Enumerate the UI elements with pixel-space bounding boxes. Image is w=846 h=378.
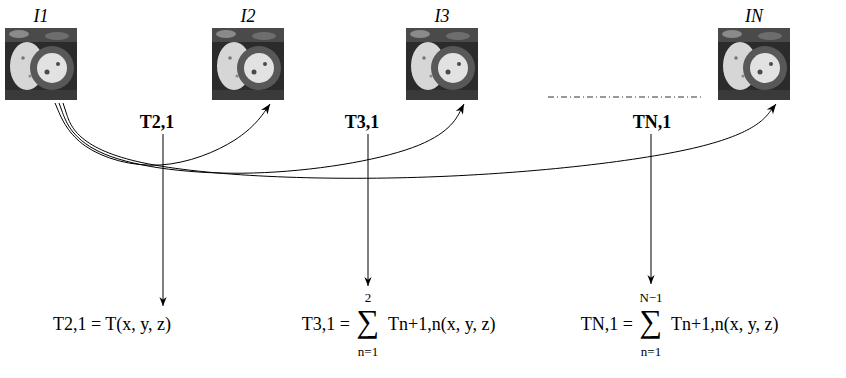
frame-heading: I1 [5, 4, 77, 28]
equation-text: 2 [365, 291, 372, 305]
image-area [718, 28, 790, 100]
frame-heading: IN [718, 4, 790, 28]
ellipsis-line [548, 97, 703, 98]
equation-text: ∑ [640, 304, 663, 339]
equation-text: TN,1 = [581, 315, 633, 335]
image-area [212, 28, 284, 100]
transform-label: T3,1 [343, 112, 382, 133]
equation-text: ∑ [357, 304, 380, 339]
equation-text: Tn+1,n(x, y, z) [388, 315, 495, 335]
image-frame: I1 [5, 4, 77, 100]
mri-frame [406, 28, 478, 100]
mri-frame [212, 28, 284, 100]
leader-arrow [368, 134, 369, 286]
transform-arrow [59, 103, 464, 173]
image-frame: I3 [406, 4, 478, 100]
transform-label: TN,1 [631, 112, 674, 133]
transform-arrow [63, 103, 776, 178]
mri-frame [718, 28, 790, 100]
image-area [5, 28, 77, 100]
leader-arrow [163, 134, 164, 306]
image-area [406, 28, 478, 100]
image-frame: IN [718, 4, 790, 100]
equation-text: T2,1 = T(x, y, z) [53, 315, 171, 335]
image-frame: I2 [212, 4, 284, 100]
transform-arrow [55, 103, 270, 165]
mri-frame [5, 28, 77, 100]
equation-text: Tn+1,n(x, y, z) [671, 315, 778, 335]
equation-text: T3,1 = [302, 315, 350, 335]
frame-heading: I3 [406, 4, 478, 28]
frame-heading: I2 [212, 4, 284, 28]
equation-text: n=1 [641, 345, 661, 359]
equation-text: n=1 [358, 345, 378, 359]
transform-label: T2,1 [138, 112, 177, 133]
equation-text: N−1 [639, 291, 662, 305]
